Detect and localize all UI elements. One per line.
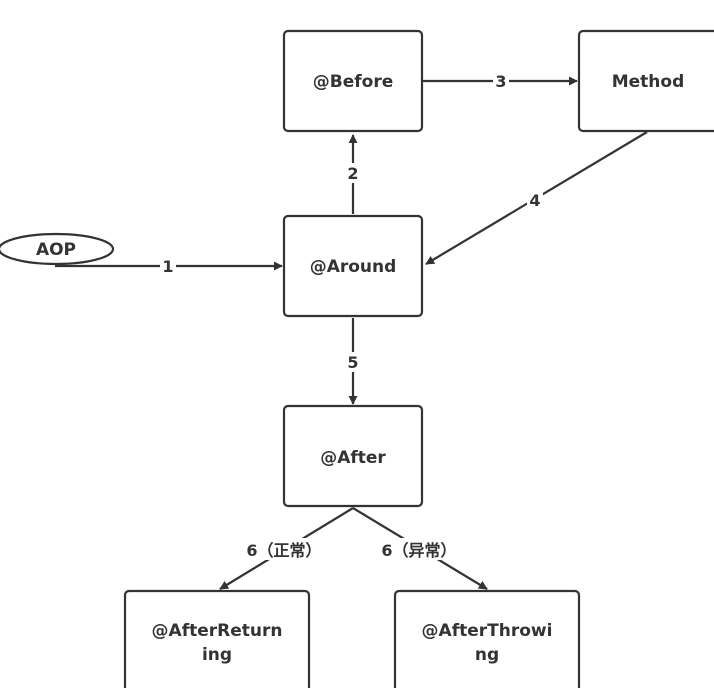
edge-label-3: 3 — [495, 72, 506, 91]
edge-around-to-before: 2 — [343, 134, 363, 214]
edge-around-to-after: 5 — [343, 318, 363, 405]
node-method: Method — [577, 29, 714, 133]
edge-label-6-normal: 6（正常） — [246, 541, 321, 560]
edge-after-to-throwing: 6（异常） — [352, 507, 488, 590]
node-after-throwing: @AfterThrowi ng — [393, 589, 581, 688]
node-after-throwing-line1: @AfterThrowi — [422, 621, 553, 641]
edge-label-5: 5 — [347, 353, 358, 372]
node-after-label: @After — [320, 448, 386, 468]
node-after-returning: @AfterReturn ing — [123, 589, 311, 688]
node-after: @After — [282, 404, 424, 508]
node-before: @Before — [282, 29, 424, 133]
edge-before-to-method: 3 — [423, 71, 578, 91]
node-before-label: @Before — [313, 72, 393, 92]
node-after-throwing-line2: ng — [475, 645, 499, 665]
edge-method-to-around: 4 — [425, 131, 648, 265]
node-after-returning-line2: ing — [202, 645, 232, 665]
edge-label-2: 2 — [347, 164, 358, 183]
node-around-label: @Around — [310, 257, 397, 277]
node-aop-label: AOP — [36, 240, 76, 260]
edge-after-to-returning: 6（正常） — [219, 507, 354, 590]
edge-aop-to-around: 1 — [55, 256, 283, 276]
edge-label-6-exception: 6（异常） — [381, 541, 456, 560]
node-around: @Around — [282, 214, 424, 318]
node-aop: AOP — [0, 232, 115, 266]
node-method-label: Method — [612, 72, 685, 92]
edge-label-4: 4 — [529, 191, 540, 210]
edge-label-1: 1 — [162, 257, 173, 276]
node-after-returning-line1: @AfterReturn — [152, 621, 283, 641]
